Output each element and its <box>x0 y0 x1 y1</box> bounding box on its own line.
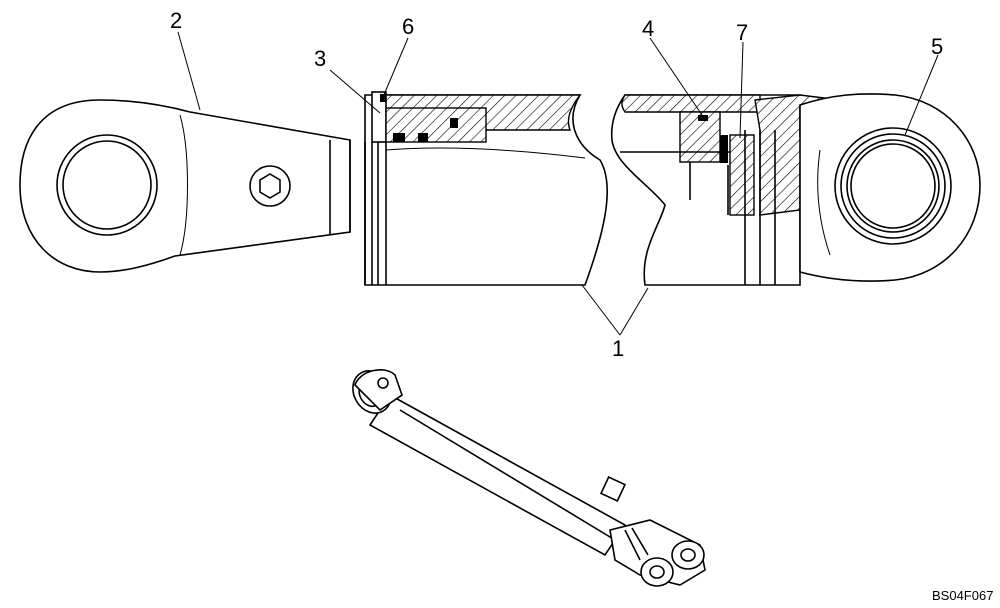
figure-id: BS04F067 <box>932 588 993 603</box>
callout-2: 2 <box>170 8 182 33</box>
isometric-cylinder-view <box>352 369 706 587</box>
callout-6: 6 <box>402 14 414 39</box>
leader-1b <box>619 287 649 336</box>
cylinder-barrel-left <box>364 91 609 286</box>
callout-1: 1 <box>612 336 624 361</box>
rod-end-eye <box>19 99 351 273</box>
leader-7 <box>739 41 744 139</box>
leader-3 <box>329 69 381 114</box>
callout-4: 4 <box>642 16 654 41</box>
leader-lines <box>177 31 939 336</box>
leader-1a <box>581 284 621 336</box>
callout-5: 5 <box>931 34 943 59</box>
leader-6 <box>382 37 409 98</box>
base-end-eye <box>799 93 981 282</box>
leader-2 <box>177 31 201 111</box>
callout-3: 3 <box>314 46 326 71</box>
leader-5 <box>904 54 939 136</box>
leader-4 <box>649 37 703 116</box>
callout-7: 7 <box>736 20 748 45</box>
